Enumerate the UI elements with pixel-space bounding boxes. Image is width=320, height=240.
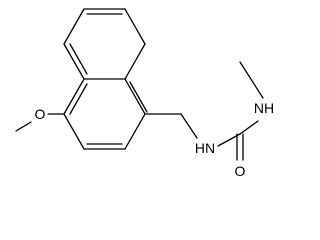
bond bbox=[239, 120, 259, 135]
bond bbox=[124, 113, 146, 150]
carbonyl-oxygen-label: O bbox=[235, 163, 246, 179]
bond bbox=[124, 43, 146, 80]
methoxy-group: O bbox=[15, 106, 65, 132]
urea-nitrogen-left-label: HN bbox=[195, 140, 215, 156]
methoxy-oxygen-label: O bbox=[35, 106, 46, 122]
bond bbox=[63, 113, 85, 150]
bond bbox=[124, 8, 146, 45]
bond bbox=[69, 43, 88, 75]
naphthalene-ring-system bbox=[63, 8, 148, 150]
bond bbox=[63, 8, 85, 45]
structure-diagram: O HN NH O bbox=[15, 8, 274, 179]
methylurea-chain: HN NH O bbox=[144, 61, 274, 179]
bond bbox=[15, 121, 32, 132]
bond bbox=[129, 81, 148, 113]
bond bbox=[239, 61, 264, 99]
bond bbox=[63, 43, 85, 80]
bond bbox=[180, 113, 198, 139]
bond bbox=[63, 78, 85, 115]
bond bbox=[69, 83, 88, 115]
urea-nitrogen-right-label: NH bbox=[254, 100, 274, 116]
bond bbox=[217, 133, 241, 147]
bond bbox=[124, 78, 146, 115]
